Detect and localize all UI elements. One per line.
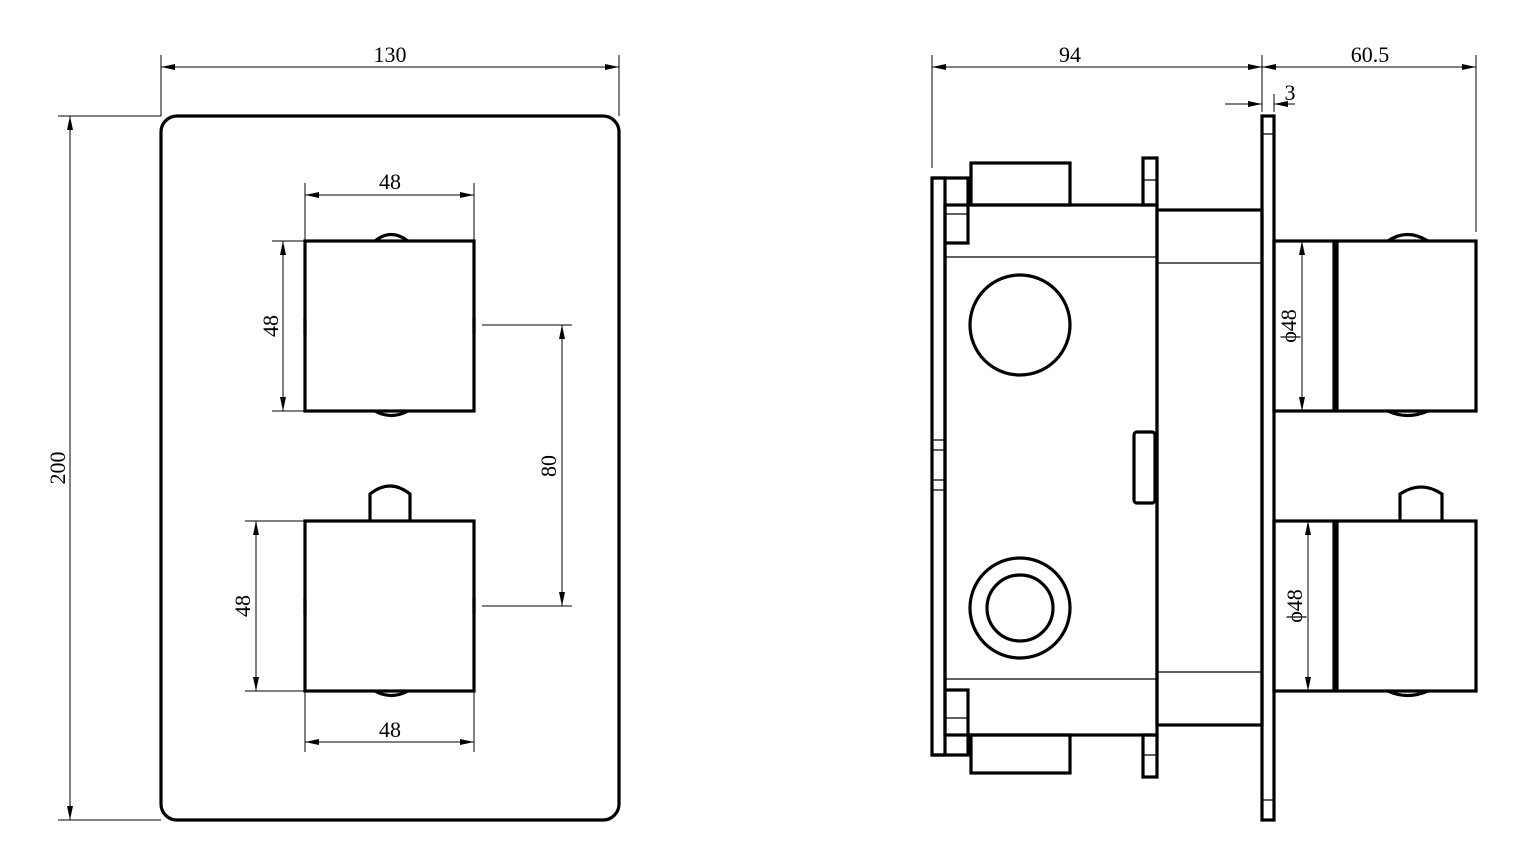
side-view: 94 60.5 3 ϕ48 ϕ48 xyxy=(930,42,1478,822)
bottom-knob xyxy=(303,484,476,698)
dim-knob-spacing: 80 xyxy=(536,455,561,477)
dim-width: 130 xyxy=(374,42,407,67)
top-knob xyxy=(303,232,476,418)
dim-height: 200 xyxy=(45,452,70,485)
front-view: 130 200 48 48 80 48 48 xyxy=(45,42,621,822)
dim-bottom-knob-height: 48 xyxy=(230,595,255,617)
dim-plate-thickness: 3 xyxy=(1285,80,1296,105)
side-bottom-knob xyxy=(1272,485,1478,698)
cover-plate xyxy=(159,114,621,822)
dim-top-knob-diameter: ϕ48 xyxy=(1276,309,1301,343)
dim-bottom-knob-width: 48 xyxy=(379,717,401,742)
dim-bottom-knob-diameter: ϕ48 xyxy=(1282,589,1307,623)
inlet-port-inner xyxy=(985,573,1055,643)
side-top-knob xyxy=(1272,232,1478,418)
dim-top-knob-height: 48 xyxy=(258,315,283,337)
dim-body-depth: 94 xyxy=(1059,42,1081,67)
dim-top-knob-width: 48 xyxy=(379,169,401,194)
side-plate xyxy=(1260,114,1276,822)
dim-knob-projection: 60.5 xyxy=(1351,42,1390,67)
front-dimensions: 130 200 48 48 80 48 48 xyxy=(45,42,620,821)
side-dimensions: 94 60.5 3 ϕ48 ϕ48 xyxy=(931,42,1477,691)
valve-body xyxy=(930,156,1264,779)
side-slot xyxy=(1132,430,1157,505)
inlet-port-outer xyxy=(968,556,1072,660)
outlet-port xyxy=(968,273,1072,377)
